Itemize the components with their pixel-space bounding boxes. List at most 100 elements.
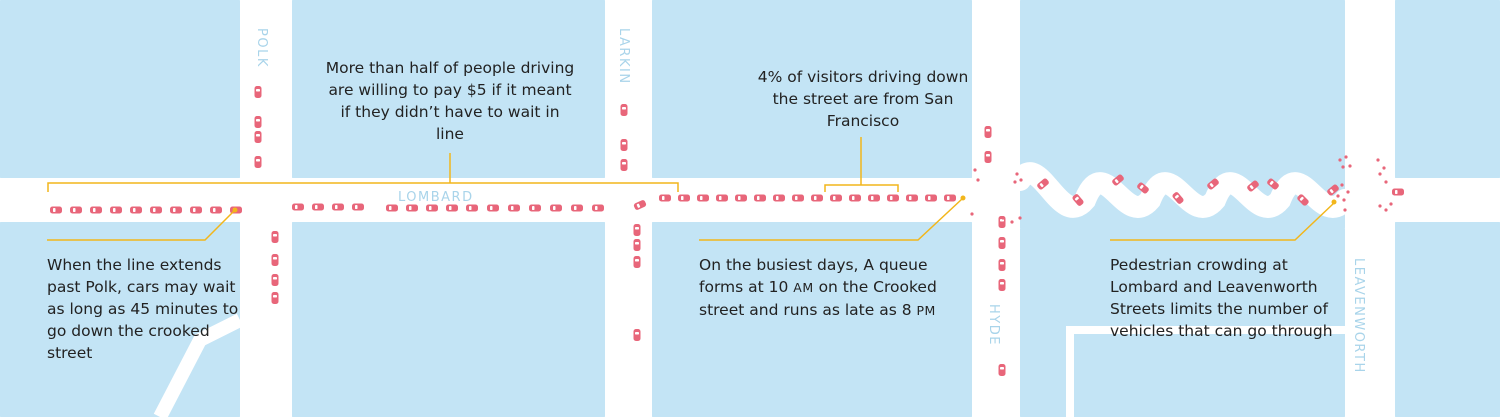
car [998,364,1006,376]
car [620,139,628,151]
car [332,203,344,211]
street [605,0,652,417]
street [972,0,1020,417]
callout-bracket-willing-to-pay [47,182,679,192]
car [271,254,279,266]
car [529,204,541,212]
car [906,194,918,202]
car [792,194,804,202]
city-block [690,20,800,80]
car [735,194,747,202]
car [620,104,628,116]
car [550,204,562,212]
pedestrian-dot [1376,158,1380,162]
car [1207,178,1219,190]
annotation-queue-part1: On the busiest days, A queue forms at 10 [699,256,928,296]
pedestrian-dot [1384,208,1388,212]
pedestrian-dot [1341,165,1345,169]
car [998,259,1006,271]
pedestrian-dot [1378,204,1382,208]
car [1297,194,1309,206]
pedestrian-dot [1342,198,1346,202]
callout-dot-queue [960,195,966,201]
car [466,204,478,212]
annotation-queue-pm: PM [916,303,936,318]
car [150,206,162,214]
pedestrian-dot [973,168,977,172]
pedestrian-dot [1384,180,1388,184]
annotation-pedestrian: Pedestrian crowding at Lombard and Leave… [1110,256,1333,340]
car [1112,174,1124,186]
car [633,329,641,341]
car [984,126,992,138]
annotation-queue-part2: on the Crooked street and runs as late a… [699,278,937,319]
car [716,194,728,202]
city-block [652,222,972,417]
car [271,231,279,243]
car [352,203,364,211]
car [1172,192,1184,204]
car [254,86,262,98]
annotation-queue: On the busiest days, A queue forms at 10… [699,254,939,322]
car [1037,178,1049,190]
car [633,224,641,236]
pedestrian-dot [1336,194,1340,198]
callout-line-queue [699,198,963,241]
pedestrian-dot [1001,216,1005,220]
car [678,194,690,202]
callout-line-polk-wait [47,210,235,241]
pedestrian-dot [1013,180,1017,184]
callout-line-pedestrian [1110,202,1335,241]
pedestrian-dot [1338,158,1342,162]
cars [50,86,1404,376]
city-block [1020,228,1345,417]
pedestrian-dot [1389,202,1393,206]
car [254,116,262,128]
pedestrian-dot [1019,178,1023,182]
car [1392,188,1404,196]
pedestrian-dot [1010,220,1014,224]
car [754,194,766,202]
annotation-visitors: 4% of visitors driving down the street a… [757,68,969,130]
car [998,237,1006,249]
street [240,0,292,417]
car [426,204,438,212]
pedestrian-dot [1346,190,1350,194]
pedestrian-dot [970,212,974,216]
car [1327,184,1339,196]
car [868,194,880,202]
callout-dot-pedestrian [1331,199,1337,205]
car [271,292,279,304]
pedestrian-dot [1378,172,1382,176]
city-block [1430,30,1490,110]
car [170,206,182,214]
car [210,206,222,214]
pedestrian-dot [1382,166,1386,170]
pedestrians [970,155,1393,224]
car [254,131,262,143]
city-block [430,235,580,325]
car [386,204,398,212]
car [887,194,899,202]
car [190,206,202,214]
car [446,204,458,212]
car [1247,180,1259,192]
car [998,279,1006,291]
street [1345,0,1395,417]
car [508,204,520,212]
pedestrian-dot [1343,208,1347,212]
car [773,194,785,202]
car [130,206,142,214]
car [944,194,956,202]
car [571,204,583,212]
car [254,156,262,168]
street-label-polk: POLK [254,28,269,68]
pedestrian-dot [1340,183,1344,187]
car [592,204,604,212]
side-lane [153,313,244,417]
car [1072,194,1084,206]
annotation-polk-wait: When the line extends past Polk, cars ma… [47,256,239,362]
